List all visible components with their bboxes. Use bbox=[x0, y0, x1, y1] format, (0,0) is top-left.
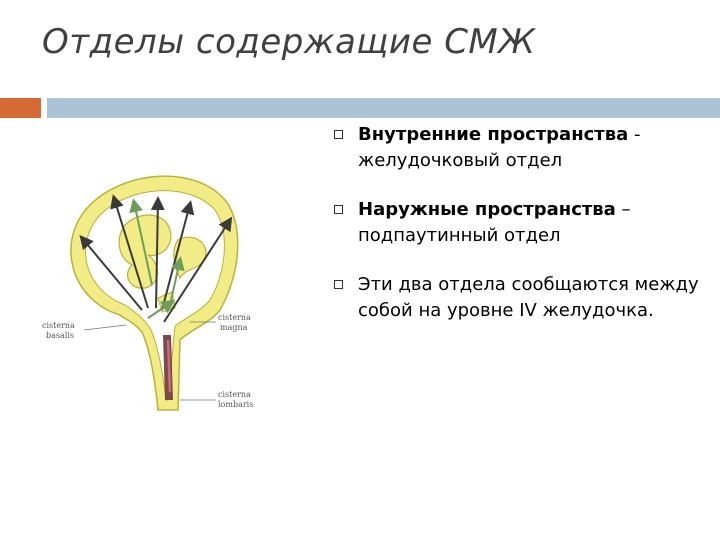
flow-arrow-1 bbox=[79, 234, 143, 311]
bullet-square-icon bbox=[334, 205, 343, 214]
csf-diagram: cisterna basalis cisterna magna cisterna… bbox=[42, 175, 253, 411]
slide-title: Отделы содержащие СМЖ bbox=[42, 22, 536, 62]
bullet-3-text: Эти два отдела сообщаются между собой на… bbox=[358, 274, 699, 321]
spinal-flow-arrow bbox=[166, 339, 172, 393]
bullet-1-dash: - bbox=[628, 124, 641, 145]
flow-arrow-2 bbox=[110, 194, 149, 309]
bullet-1-lead: Внутренние пространства bbox=[358, 124, 629, 145]
label-cisterna-basalis-1: cisterna bbox=[42, 321, 75, 330]
accent-bar-orange bbox=[0, 98, 41, 118]
bullet-communication: Эти два отдела сообщаются между собой на… bbox=[334, 272, 704, 324]
flow-arrow-3 bbox=[150, 196, 165, 309]
bullet-list: Внутренние пространства - желудочковый о… bbox=[334, 122, 704, 347]
bullet-2-lead: Наружные пространства bbox=[358, 199, 616, 220]
label-cisterna-lombaris-2: lombaris bbox=[218, 400, 253, 409]
label-cisterna-magna-1: cisterna bbox=[218, 313, 251, 322]
green-arrow-3 bbox=[147, 299, 176, 319]
label-cisterna-basalis-2: basalis bbox=[46, 331, 74, 340]
basal-pointer bbox=[83, 324, 127, 331]
green-arrow-1 bbox=[169, 256, 185, 306]
bullet-internal-spaces: Внутренние пространства - желудочковый о… bbox=[334, 122, 704, 174]
label-cisterna-magna-2: magna bbox=[220, 323, 248, 332]
bullet-external-spaces: Наружные пространства – подпаутинный отд… bbox=[334, 197, 704, 249]
label-cisterna-lombaris-1: cisterna bbox=[218, 390, 251, 399]
accent-bar-blue bbox=[47, 98, 720, 118]
green-arrow-2 bbox=[129, 198, 153, 286]
bullet-1-line2: желудочковый отдел bbox=[358, 150, 563, 171]
bullet-2-dash: – bbox=[615, 199, 631, 220]
bullet-square-icon bbox=[334, 130, 343, 139]
bullet-square-icon bbox=[334, 280, 343, 289]
bullet-2-line2: подпаутинный отдел bbox=[358, 225, 561, 246]
